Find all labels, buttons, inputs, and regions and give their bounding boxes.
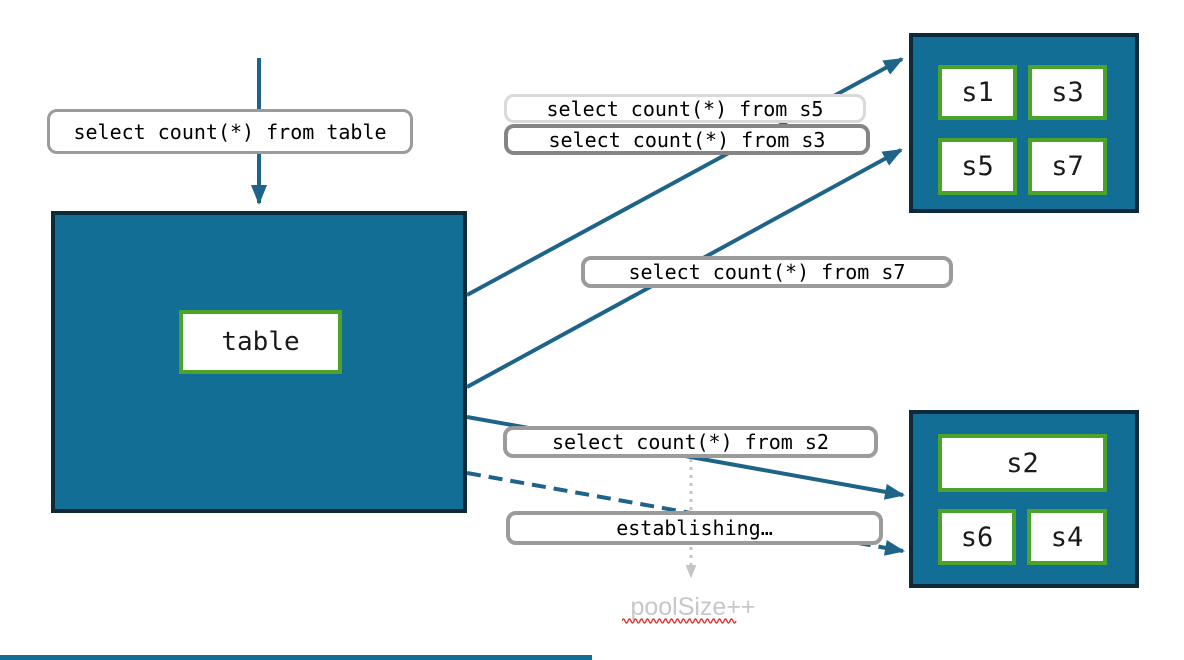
query-label-s5-text: select count(*) from s5 [546, 96, 824, 121]
query-label-s3: select count(*) from s3 [504, 124, 870, 155]
query-label-table: select count(*) from table [47, 109, 413, 154]
query-label-s2-text: select count(*) from s2 [552, 430, 829, 454]
shard-label-s4: s4 [1050, 521, 1084, 553]
poolsize-annotation: poolSize++ [630, 593, 756, 621]
spellcheck-squiggle [622, 618, 737, 624]
shard-label-s1: s1 [961, 77, 994, 108]
shard-cell-s1: s1 [938, 65, 1017, 120]
query-label-table-text: select count(*) from table [73, 119, 387, 144]
shard-label-s5: s5 [961, 151, 994, 182]
slide-footer-accent-bar [0, 655, 592, 660]
shard-cell-s5: s5 [938, 138, 1017, 195]
shard-cell-s2: s2 [938, 434, 1107, 492]
query-label-s7-text: select count(*) from s7 [628, 260, 906, 284]
table-node: table [51, 211, 467, 513]
query-label-establishing: establishing… [506, 511, 883, 545]
shard-label-s3: s3 [1051, 77, 1084, 108]
query-label-s5: select count(*) from s5 [504, 94, 866, 123]
shard-group-bottom: s2 s6 s4 [909, 410, 1139, 588]
shard-group-top: s1 s3 s5 s7 [909, 33, 1139, 213]
query-label-establishing-text: establishing… [616, 516, 773, 540]
query-label-s2: select count(*) from s2 [503, 426, 878, 458]
shard-label-s6: s6 [960, 521, 994, 553]
query-label-s3-text: select count(*) from s3 [548, 127, 826, 152]
shard-label-s7: s7 [1051, 151, 1084, 182]
table-node-label: table [221, 327, 300, 357]
shard-label-s2: s2 [1006, 447, 1039, 479]
table-node-label-box: table [179, 310, 342, 374]
shard-cell-s6: s6 [938, 509, 1016, 565]
shard-cell-s4: s4 [1027, 509, 1107, 565]
query-label-s7: select count(*) from s7 [581, 256, 953, 288]
shard-cell-s3: s3 [1028, 65, 1107, 120]
shard-cell-s7: s7 [1028, 138, 1107, 195]
